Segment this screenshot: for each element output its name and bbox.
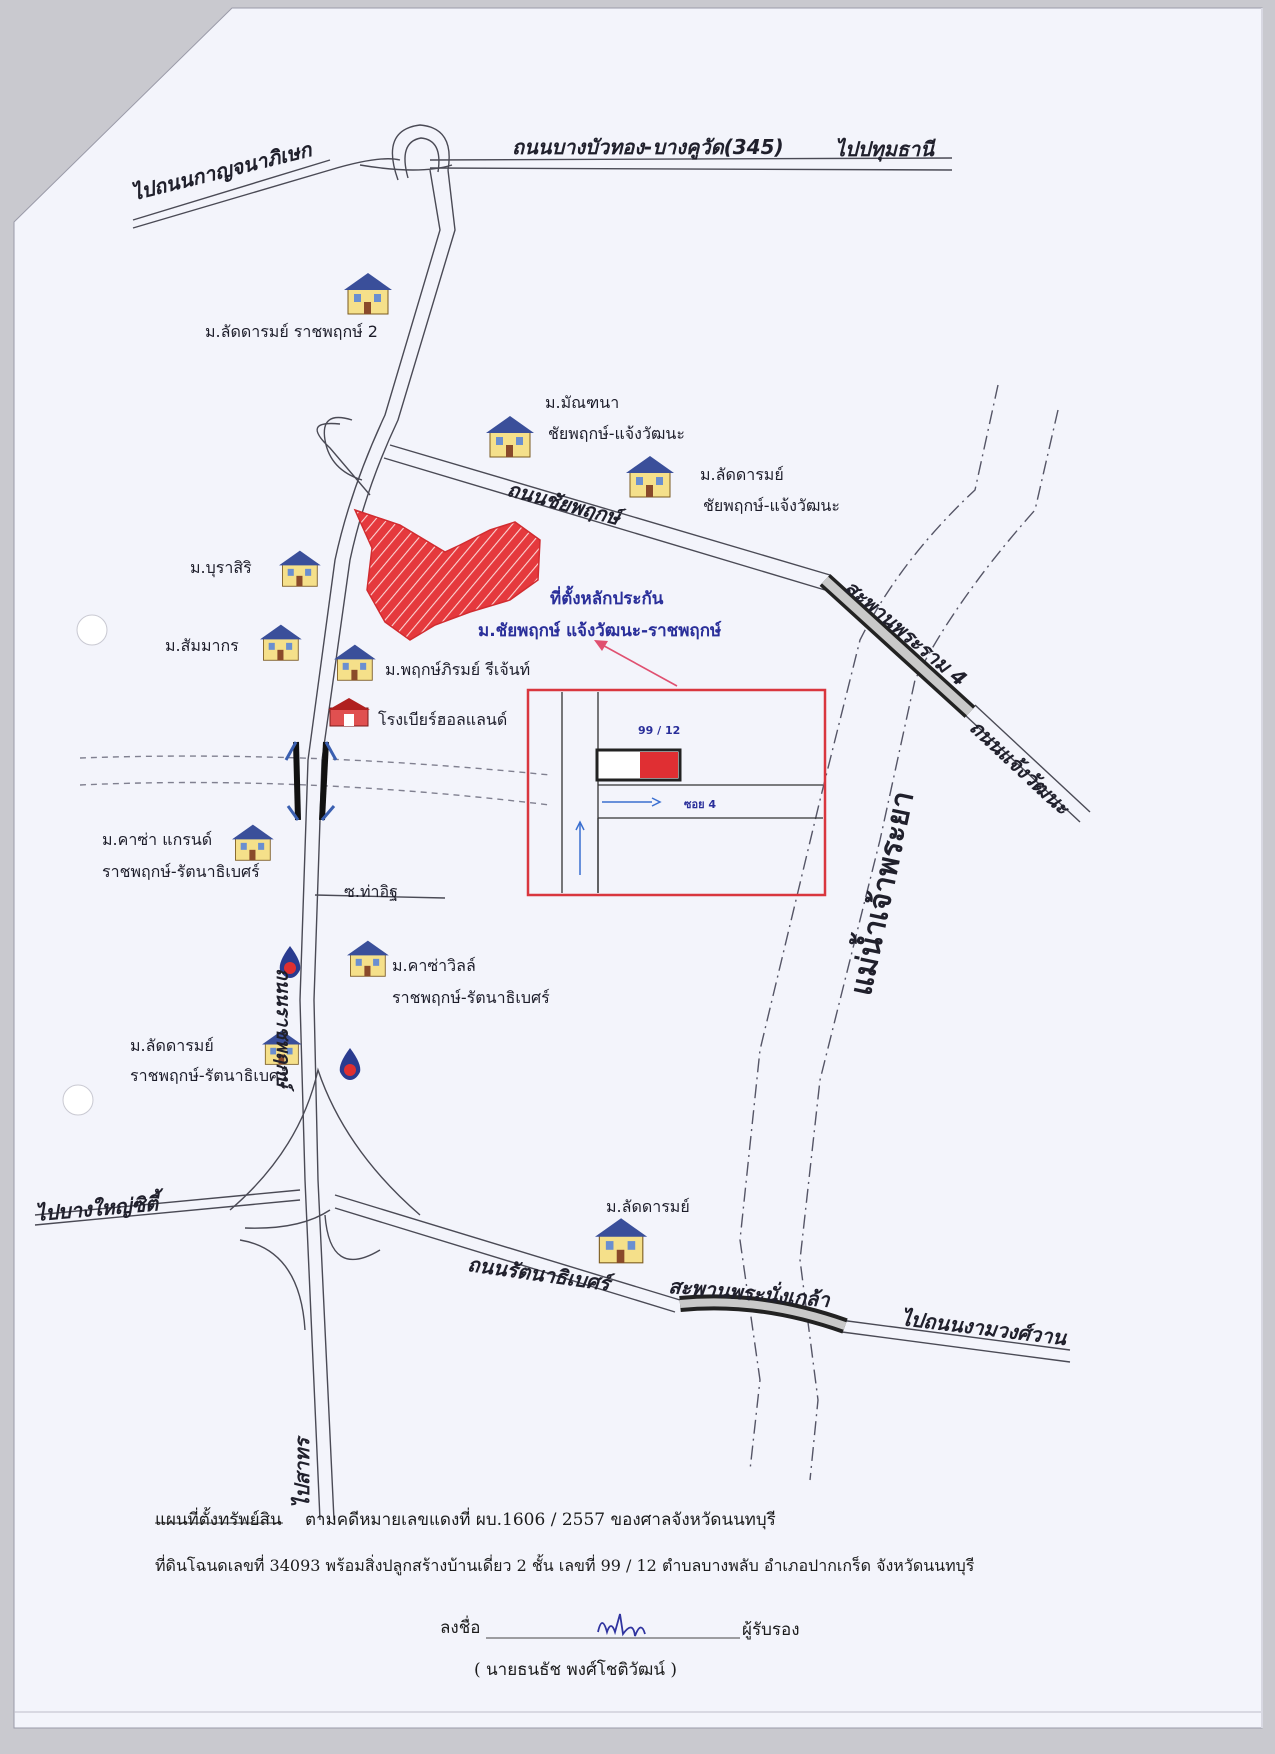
label-to-pathum: ไปปทุมธานี: [835, 137, 934, 161]
footer-deed-line: ที่ดินโฉนดเลขที่ 34093 พร้อมสิ่งปลูกสร้า…: [155, 1556, 975, 1575]
house-icon: [344, 273, 392, 315]
pointer-arrow: [596, 641, 678, 687]
canal-bridge: [284, 741, 338, 821]
site-subtitle: ม.ชัยพฤกษ์ แจ้งวัฒนะ-ราชพฤกษ์: [478, 621, 722, 641]
rama4-bridge: [819, 574, 976, 718]
road-label-soi-tha-it: ซ.ท่าอิฐ: [344, 882, 398, 901]
inset-house-number: 99 / 12: [638, 724, 681, 737]
inset-plot-house: [640, 752, 678, 778]
footer-title: แผนที่ตั้งทรัพย์สิน: [155, 1510, 282, 1530]
signature-prefix: ลงชื่อ: [440, 1618, 481, 1638]
place-ladda-south: ม.ลัดดารมย์: [606, 1197, 690, 1216]
collateral-site-area: [353, 508, 541, 641]
place-casa-grand-line2: ราชพฤกษ์-รัตนาธิเบศร์: [102, 862, 260, 881]
place-casa-ville-line2: ราชพฤกษ์-รัตนาธิเบศร์: [392, 988, 550, 1007]
place-manthana-line1: ม.มัณฑนา: [545, 393, 620, 412]
house-icon: [626, 456, 674, 498]
brewery-icon: [328, 698, 370, 727]
place-casa-ville-line1: ม.คาซ่าวิลล์: [392, 956, 476, 975]
place-ladda-rr-line2: ราชพฤกษ์-รัตนาธิเบศร์: [130, 1066, 288, 1085]
place-burasiri: ม.บุราสิริ: [190, 558, 252, 577]
house-icon: [595, 1218, 648, 1264]
nangklao-bridge: [679, 1294, 848, 1334]
road-label-bangbuathong: ถนนบางบัวทอง-บางคูวัด(345): [512, 135, 784, 159]
house-icon: [334, 644, 376, 681]
signature-suffix: ผู้รับรอง: [742, 1620, 800, 1640]
place-casa-grand-line1: ม.คาซ่า แกรนด์: [102, 830, 213, 849]
house-icon: [279, 550, 321, 587]
place-pruksa: ม.พฤกษ์ภิรมย์ รีเจ้นท์: [385, 660, 531, 679]
gas-station-icon: [279, 946, 301, 978]
label-to-sathorn: ไปสาทร: [290, 1437, 314, 1508]
place-ladda-cw-line2: ชัยพฤกษ์-แจ้งวัฒนะ: [703, 496, 840, 515]
place-ladda-cw-line1: ม.ลัดดารมย์: [700, 465, 784, 484]
gas-station-icon: [339, 1048, 361, 1080]
signature-scribble: [597, 1613, 646, 1637]
house-icon: [347, 940, 389, 977]
house-icon: [260, 624, 302, 661]
inset-soi-label: ซอย 4: [684, 798, 717, 811]
house-icon: [486, 416, 534, 458]
place-manthana-line2: ชัยพฤกษ์-แจ้งวัฒนะ: [548, 424, 685, 443]
place-beer: โรงเบียร์ฮอลแลนด์: [378, 710, 508, 729]
place-ladda2: ม.ลัดดารมย์ ราชพฤกษ์ 2: [205, 322, 378, 341]
place-ladda-rr-line1: ม.ลัดดารมย์: [130, 1036, 214, 1055]
house-icon: [232, 824, 274, 861]
punch-hole: [76, 614, 108, 646]
roads: [34, 124, 1091, 1521]
place-summakorn: ม.สัมมากร: [165, 636, 239, 655]
punch-hole: [62, 1084, 94, 1116]
site-title: ที่ตั้งหลักประกัน: [550, 589, 664, 609]
inset-box: [526, 688, 827, 897]
footer-case-line: ตามคดีหมายเลขแดงที่ ผบ.1606 / 2557 ของศา…: [305, 1510, 776, 1530]
signer-name: ( นายธนธัช พงศ์โชติวัฒน์ ): [474, 1660, 678, 1680]
house-icon: [262, 1030, 302, 1065]
